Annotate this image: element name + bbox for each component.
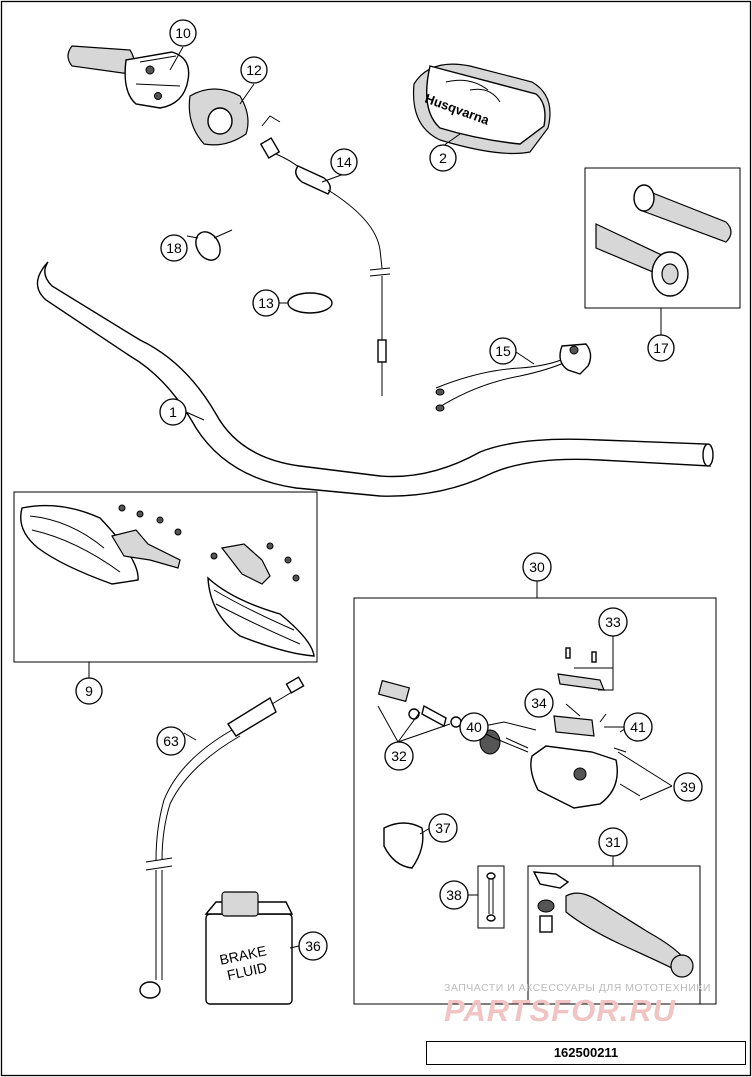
callout-14: 14 xyxy=(330,148,358,176)
handlebar-end-right xyxy=(702,443,714,467)
callout-40: 40 xyxy=(459,712,489,742)
part-17-box xyxy=(584,167,741,309)
part-63-brake-line xyxy=(139,676,305,999)
callout-63-label: 63 xyxy=(163,733,179,749)
callout-33: 33 xyxy=(598,607,628,637)
callout-9: 9 xyxy=(75,677,103,705)
callout-10: 10 xyxy=(169,19,197,47)
callout-15: 15 xyxy=(489,337,517,365)
callout-32: 32 xyxy=(384,741,414,771)
callout-32-label: 32 xyxy=(391,748,407,764)
callout-2-label: 2 xyxy=(439,150,447,166)
callout-37-label: 37 xyxy=(435,820,451,836)
callout-17-label: 17 xyxy=(653,340,669,356)
callout-15-label: 15 xyxy=(495,343,511,359)
part-17-grips xyxy=(595,184,732,297)
callout-41: 41 xyxy=(623,712,653,742)
callout-1-label: 1 xyxy=(169,404,177,420)
callout-30-label: 30 xyxy=(529,559,545,575)
part-31-lever xyxy=(532,871,694,978)
callout-39: 39 xyxy=(673,772,703,802)
part-38-box xyxy=(477,865,505,929)
document-number: 162500211 xyxy=(426,1041,746,1065)
callout-63: 63 xyxy=(156,726,186,756)
watermark-brand: PARTSFOR.RU xyxy=(444,993,677,1028)
callout-39-label: 39 xyxy=(680,779,696,795)
callout-36: 36 xyxy=(298,931,328,961)
callout-40-label: 40 xyxy=(466,719,482,735)
callout-36-label: 36 xyxy=(305,938,321,954)
watermark: ЗАПЧАСТИ И АКСЕССУАРЫ ДЛЯ МОТОТЕХНИКИ PA… xyxy=(444,982,744,1028)
callout-17: 17 xyxy=(647,334,675,362)
part-13-o-ring xyxy=(287,292,333,314)
callout-18-label: 18 xyxy=(166,240,182,256)
callout-41-label: 41 xyxy=(630,719,646,735)
callout-2: 2 xyxy=(429,144,457,172)
callout-33-label: 33 xyxy=(605,614,621,630)
callout-18: 18 xyxy=(160,234,188,262)
callout-31-label: 31 xyxy=(605,834,621,850)
part-38-pin xyxy=(486,872,496,922)
part-10-throttle-grip xyxy=(67,45,190,109)
callout-1: 1 xyxy=(159,398,187,426)
callout-37: 37 xyxy=(428,813,458,843)
callout-38-label: 38 xyxy=(446,887,462,903)
callout-30: 30 xyxy=(522,552,552,582)
part-12-throttle-cover xyxy=(188,88,249,146)
callout-12-label: 12 xyxy=(246,62,262,78)
callout-12: 12 xyxy=(240,56,268,84)
callout-13: 13 xyxy=(252,289,280,317)
part-9-handguards xyxy=(20,504,315,657)
callout-34-label: 34 xyxy=(531,695,547,711)
part-18-cable-tie xyxy=(195,229,233,261)
callout-38: 38 xyxy=(439,880,469,910)
part-36-brake-fluid: BRAKE FLUID xyxy=(204,891,294,1005)
watermark-tagline: ЗАПЧАСТИ И АКСЕССУАРЫ ДЛЯ МОТОТЕХНИКИ xyxy=(444,982,711,994)
callout-34: 34 xyxy=(524,688,554,718)
callout-9-label: 9 xyxy=(85,683,93,699)
callout-31: 31 xyxy=(598,827,628,857)
part-1-handlebar xyxy=(36,261,711,497)
part-31-box xyxy=(527,865,701,1005)
part-9-box xyxy=(13,491,318,663)
callout-10-label: 10 xyxy=(175,25,191,41)
part-14-throttle-cable xyxy=(259,115,391,396)
callout-13-label: 13 xyxy=(258,295,274,311)
part-15-switch xyxy=(435,343,592,412)
callout-14-label: 14 xyxy=(336,154,352,170)
part-2-handlebar-pad: Husqvarna xyxy=(412,63,551,155)
